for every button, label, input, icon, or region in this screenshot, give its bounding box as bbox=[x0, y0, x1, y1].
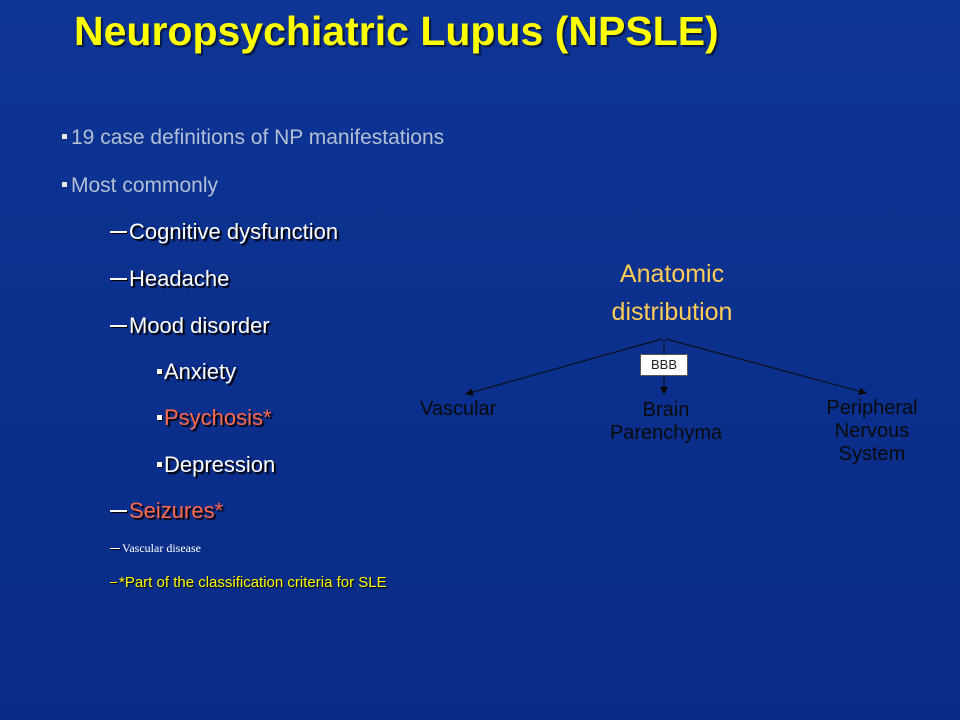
bullet-mood-disorder: Mood disorder bbox=[110, 313, 270, 339]
bullet-text: Cognitive dysfunction bbox=[129, 219, 339, 244]
node-vascular: Vascular bbox=[420, 398, 496, 421]
bullet-text: Anxiety bbox=[164, 359, 237, 384]
slide-title: Neuropsychiatric Lupus (NPSLE) bbox=[74, 8, 719, 54]
bullet-seizures: Seizures* bbox=[110, 498, 223, 524]
node-brain-parenchyma: Brain Parenchyma bbox=[598, 399, 734, 445]
bullet-text: Seizures* bbox=[129, 498, 224, 523]
bullet-text: Depression bbox=[164, 452, 276, 477]
dash-bullet-icon bbox=[110, 278, 127, 281]
node-text: Parenchyma bbox=[609, 422, 723, 444]
diagram-title-line: Anatomic bbox=[619, 260, 725, 288]
bullet-text: Psychosis* bbox=[164, 405, 272, 430]
bbb-label-box: BBB bbox=[640, 354, 688, 376]
bullet-text: Headache bbox=[129, 266, 230, 291]
node-text: Peripheral bbox=[826, 397, 918, 419]
bullet-depression: Depression bbox=[157, 452, 275, 478]
square-bullet-icon bbox=[157, 414, 162, 420]
node-text: System bbox=[838, 443, 906, 465]
diagram-title-line: distribution bbox=[611, 298, 733, 326]
bullet-case-definitions: 19 case definitions of NP manifestations bbox=[62, 126, 444, 150]
node-text: Vascular bbox=[420, 398, 497, 420]
dash-bullet-icon bbox=[110, 325, 127, 328]
footnote-text: *Part of the classification criteria for… bbox=[119, 574, 387, 591]
node-text: Nervous bbox=[834, 420, 910, 442]
dash-bullet-icon bbox=[110, 510, 127, 513]
square-bullet-icon bbox=[62, 181, 67, 187]
footnote: *Part of the classification criteria for… bbox=[110, 574, 387, 591]
square-bullet-icon bbox=[157, 368, 162, 374]
bullet-most-commonly: Most commonly bbox=[62, 174, 218, 198]
arrow-to-peripheral-nervous-system bbox=[665, 338, 867, 396]
node-peripheral-nervous-system: Peripheral Nervous System bbox=[812, 397, 932, 466]
node-text: Brain bbox=[642, 399, 690, 421]
bullet-psychosis: Psychosis* bbox=[157, 405, 272, 431]
bullet-text: Most commonly bbox=[71, 174, 219, 197]
diagram-title: Anatomic distribution bbox=[572, 255, 772, 331]
arrow-to-vascular bbox=[465, 338, 663, 396]
bullet-text: Vascular disease bbox=[122, 541, 201, 555]
dash-bullet-icon bbox=[110, 547, 120, 549]
dash-bullet-icon bbox=[110, 581, 117, 583]
bullet-text: 19 case definitions of NP manifestations bbox=[71, 126, 445, 149]
bullet-vascular-disease: Vascular disease bbox=[110, 541, 201, 556]
bullet-anxiety: Anxiety bbox=[157, 359, 236, 385]
square-bullet-icon bbox=[157, 461, 162, 467]
bullet-headache: Headache bbox=[110, 266, 229, 292]
dash-bullet-icon bbox=[110, 231, 127, 234]
square-bullet-icon bbox=[62, 133, 67, 139]
bullet-text: Mood disorder bbox=[129, 313, 270, 338]
bullet-cognitive-dysfunction: Cognitive dysfunction bbox=[110, 219, 338, 245]
